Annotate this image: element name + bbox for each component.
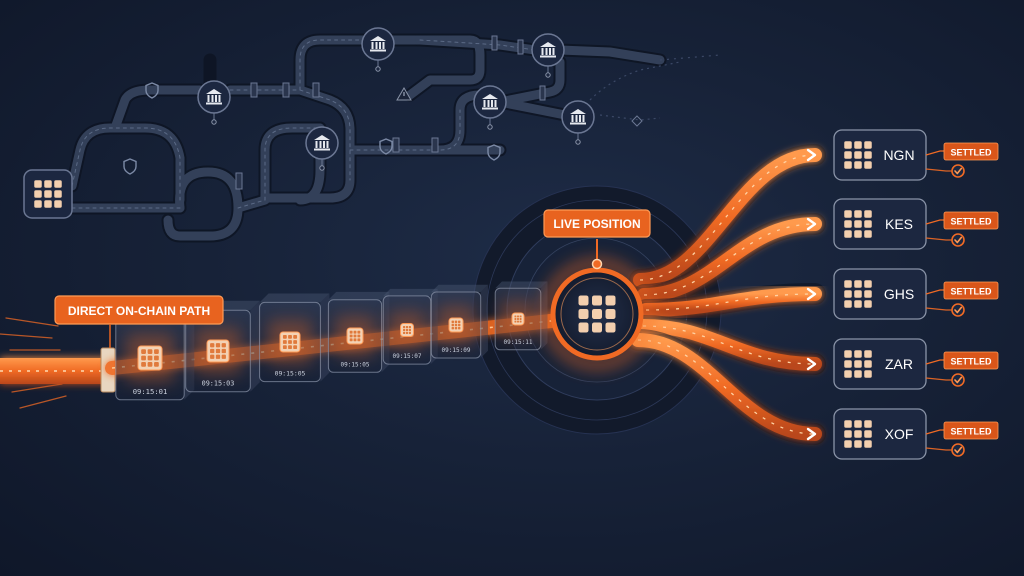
chevron-right-icon xyxy=(806,217,817,231)
settlement-routes xyxy=(627,144,826,445)
grid-icon xyxy=(844,280,872,308)
live-position-hub xyxy=(542,239,652,369)
chevron-right-icon xyxy=(806,287,817,301)
grid-icon xyxy=(844,420,872,448)
grid-icon xyxy=(578,295,616,333)
currency-node-zar: ZAR SETTLED xyxy=(833,338,999,390)
transaction-block: 09:15:05 xyxy=(327,291,390,373)
diamond-marker-icon xyxy=(631,115,643,127)
currency-node-ngn: NGN SETTLED xyxy=(833,129,999,181)
svg-text:SETTLED: SETTLED xyxy=(950,427,992,437)
grid-icon xyxy=(844,141,872,169)
svg-text:SETTLED: SETTLED xyxy=(950,287,992,297)
block-timestamp: 09:15:11 xyxy=(504,339,533,346)
grid-icon xyxy=(844,350,872,378)
chevron-right-icon xyxy=(806,357,817,371)
currency-code: GHS xyxy=(884,286,914,302)
direct-path-label: DIRECT ON-CHAIN PATH xyxy=(54,295,224,348)
block-timestamp: 09:15:09 xyxy=(442,347,471,354)
svg-text:DIRECT ON-CHAIN PATH: DIRECT ON-CHAIN PATH xyxy=(68,304,210,318)
check-icon xyxy=(951,164,965,178)
shield-icon xyxy=(123,158,137,175)
svg-text:LIVE POSITION: LIVE POSITION xyxy=(553,217,640,231)
bank-icon xyxy=(473,85,507,130)
svg-text:SETTLED: SETTLED xyxy=(950,357,992,367)
check-icon xyxy=(951,233,965,247)
origin-asset-node xyxy=(23,169,73,219)
bank-icon xyxy=(561,100,595,145)
currency-code: ZAR xyxy=(885,356,913,372)
legacy-rail-network xyxy=(23,27,721,243)
currency-node-ghs: GHS SETTLED xyxy=(833,268,999,320)
route-path xyxy=(639,287,822,317)
check-icon xyxy=(951,443,965,457)
warning-icon xyxy=(396,87,412,101)
status-badge: SETTLED xyxy=(943,281,999,300)
currency-destinations: NGN SETTLED KES SETTLED GHS SETTLED ZAR SETTLED… xyxy=(833,129,999,460)
block-timestamp: 09:15:03 xyxy=(202,380,235,388)
svg-text:SETTLED: SETTLED xyxy=(950,217,992,227)
block-timestamp: 09:15:07 xyxy=(393,353,422,360)
currency-node-kes: KES SETTLED xyxy=(833,198,999,250)
bank-icon xyxy=(305,126,339,171)
grid-icon xyxy=(844,210,872,238)
block-timestamp: 09:15:05 xyxy=(341,361,370,368)
bank-icon xyxy=(361,27,395,72)
live-position-label: LIVE POSITION xyxy=(543,209,651,238)
chevron-right-icon xyxy=(806,427,817,441)
grid-icon xyxy=(34,180,62,208)
bank-icon xyxy=(531,33,565,78)
chevron-right-icon xyxy=(806,148,817,162)
status-badge: SETTLED xyxy=(943,142,999,161)
transaction-block: 09:15:09 xyxy=(430,284,488,359)
transaction-block: 09:15:05 xyxy=(259,293,330,383)
currency-code: XOF xyxy=(885,426,914,442)
transaction-block: 09:15:11 xyxy=(494,281,548,351)
bank-nodes xyxy=(197,27,595,171)
currency-node-xof: XOF SETTLED xyxy=(833,408,999,460)
route-path xyxy=(633,148,822,287)
status-badge: SETTLED xyxy=(943,351,999,370)
check-icon xyxy=(951,303,965,317)
svg-text:SETTLED: SETTLED xyxy=(950,148,992,158)
currency-code: NGN xyxy=(883,147,914,163)
currency-code: KES xyxy=(885,216,913,232)
check-icon xyxy=(951,373,965,387)
block-timestamp: 09:15:05 xyxy=(275,370,306,378)
status-badge: SETTLED xyxy=(943,421,999,440)
bank-icon xyxy=(197,80,231,125)
block-timestamp: 09:15:01 xyxy=(133,387,168,396)
transaction-block: 09:15:07 xyxy=(382,288,438,365)
status-badge: SETTLED xyxy=(943,211,999,230)
